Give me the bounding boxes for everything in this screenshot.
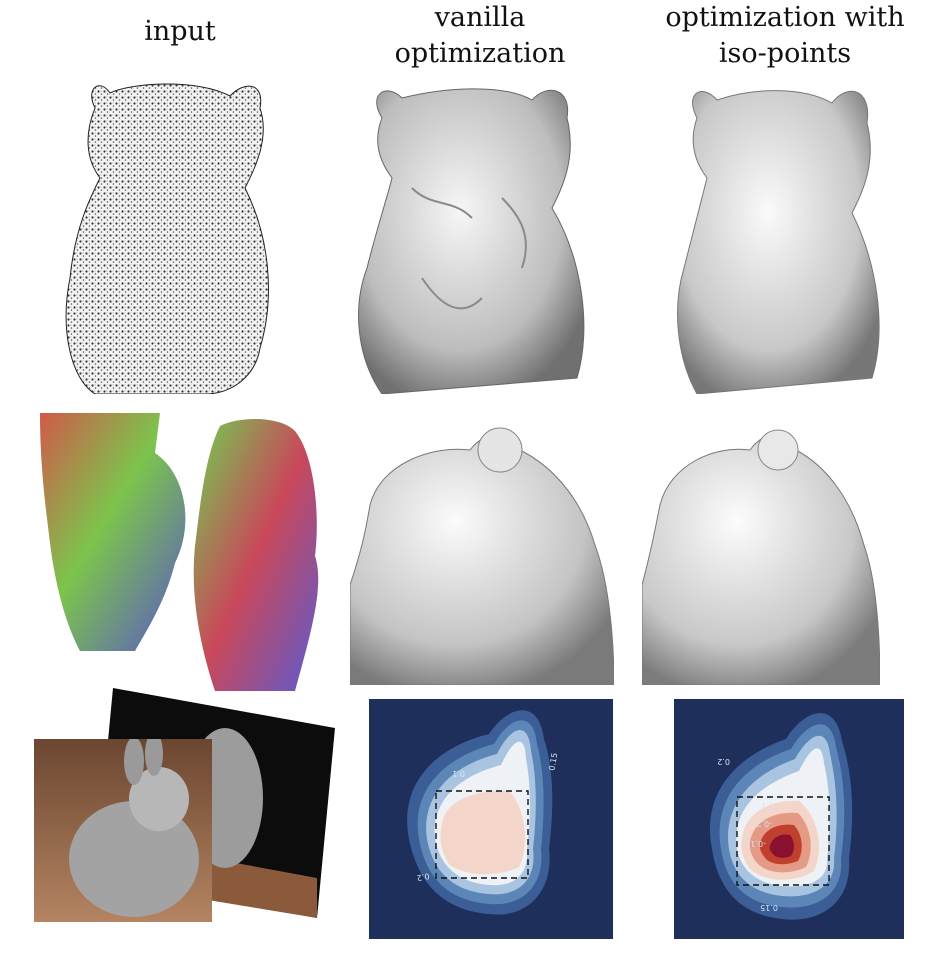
iso-contour-label-2: 0.1 [761,801,774,810]
iso-mesh-gargoyle-image [642,425,880,685]
header-vanilla: vanilla optimization [350,0,610,72]
header-iso-line2: iso-points [718,38,852,69]
header-input: input [90,14,270,50]
header-vanilla-line2: optimization [394,38,566,69]
input-point-cloud-image [55,78,285,394]
vanilla-mesh-gargoyle-image [350,425,614,685]
iso-contour-label-1: 0.2 [717,757,730,766]
vanilla-sdf-contour-plot: 0.1 0.15 0.2 [369,699,613,939]
input-normal-map-left-image [35,413,195,651]
iso-sdf-contour-plot: 0.2 0.1 -0.2 -0.15 0.15 [674,699,904,939]
header-vanilla-line1: vanilla [434,2,526,33]
iso-contour-label-3: -0.2 [756,819,772,828]
vanilla-contour-label-2: 0.15 [547,752,559,771]
header-iso-line1: optimization with [665,2,905,33]
vanilla-mesh-bunny-image [352,78,614,394]
vanilla-contour-label-3: 0.2 [416,871,430,882]
input-normal-map-right-image [185,416,327,691]
input-photo-front-image [34,739,212,922]
iso-contour-label-4: -0.15 [745,839,766,848]
header-input-text: input [144,16,216,47]
vanilla-contour-label-1: 0.1 [452,769,465,778]
header-iso: optimization with iso-points [640,0,930,72]
iso-mesh-bunny-image [672,78,887,394]
iso-contour-label-5: 0.15 [760,903,778,912]
